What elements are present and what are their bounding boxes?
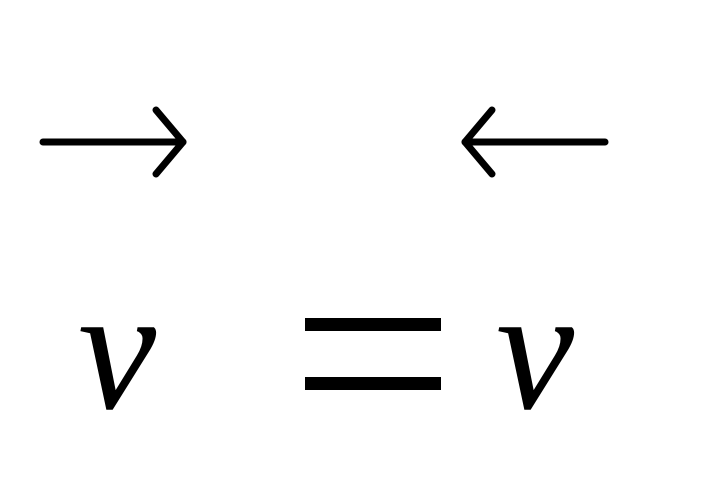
left-vector-symbol: v bbox=[78, 252, 157, 447]
right-vector-symbol: v bbox=[496, 252, 575, 447]
left-arrow-icon bbox=[458, 106, 609, 178]
right-arrow-icon bbox=[39, 106, 190, 178]
equals-top-bar bbox=[305, 318, 441, 331]
equals-sign bbox=[305, 318, 441, 392]
equals-bottom-bar bbox=[305, 377, 441, 390]
